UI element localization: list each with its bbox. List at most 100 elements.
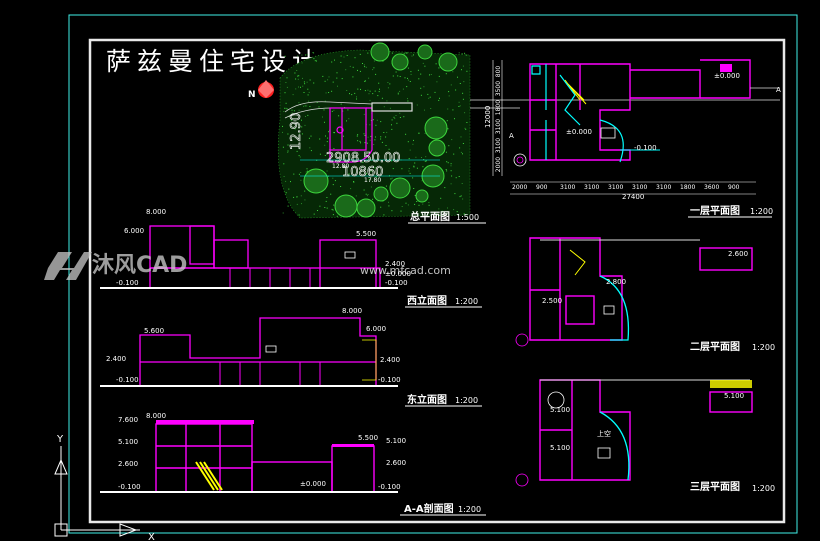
f1-elev-2: ±0.000 — [566, 128, 592, 136]
speckle-dot — [420, 87, 422, 89]
speckle-dot — [291, 109, 293, 111]
speckle-dot — [445, 73, 447, 75]
speckle-dot — [459, 147, 461, 149]
speckle-dot — [309, 79, 311, 81]
speckle-dot — [351, 94, 353, 96]
section-a-a[interactable]: 7.600 8.000 5.100 2.600 -0.100 5.500 5.1… — [100, 412, 406, 493]
speckle-dot — [340, 61, 342, 63]
speckle-dot — [411, 55, 413, 57]
speckle-dot — [441, 210, 443, 212]
speckle-dot — [420, 94, 422, 96]
speckle-dot — [378, 82, 380, 84]
speckle-dot — [374, 167, 376, 169]
speckle-pattern — [282, 52, 468, 217]
speckle-dot — [400, 210, 402, 212]
speckle-dot — [367, 136, 369, 138]
speckle-dot — [282, 125, 283, 127]
speckle-dot — [302, 77, 303, 79]
speckle-dot — [446, 170, 448, 172]
east-elevation[interactable]: 5.600 8.000 6.000 2.400 2.400 -0.100 -0.… — [100, 307, 401, 387]
speckle-dot — [345, 69, 347, 71]
speckle-dot — [367, 89, 369, 91]
speckle-dot — [293, 173, 295, 175]
ucs-y-label: Y — [56, 434, 64, 445]
west-level-6: -0.100 — [385, 279, 408, 287]
mfcad-logo-icon — [44, 252, 92, 280]
speckle-dot — [324, 100, 326, 102]
speckle-dot — [334, 180, 336, 182]
floor-plan-level-2[interactable]: 2.800 2.500 2.600 — [515, 237, 753, 347]
speckle-dot — [332, 184, 334, 186]
speckle-dot — [404, 77, 406, 79]
speckle-dot — [309, 106, 311, 107]
speckle-dot — [389, 157, 391, 159]
f1-left-dim-3: 1800 — [495, 100, 502, 115]
speckle-dot — [285, 180, 287, 182]
speckle-dot — [414, 195, 416, 196]
floor-plan-level-3[interactable]: 5.100 5.100 5.100 上空 — [515, 379, 753, 487]
speckle-dot — [340, 103, 342, 105]
speckle-dot — [455, 177, 457, 179]
speckle-dot — [331, 90, 333, 92]
speckle-dot — [418, 78, 420, 80]
speckle-dot — [460, 136, 462, 138]
speckle-dot — [308, 137, 310, 139]
speckle-dot — [453, 153, 455, 155]
speckle-dot — [422, 166, 424, 168]
speckle-dot — [362, 63, 363, 64]
section-level-1: 7.600 — [118, 416, 138, 424]
speckle-dot — [298, 86, 299, 88]
speckle-dot — [362, 162, 364, 163]
speckle-dot — [348, 159, 349, 161]
speckle-dot — [342, 110, 344, 112]
speckle-dot — [460, 151, 462, 153]
speckle-dot — [284, 92, 286, 94]
east-elev-scale: 1:200 — [455, 396, 478, 405]
speckle-dot — [359, 53, 361, 55]
speckle-dot — [295, 78, 297, 80]
east-level-1: 5.600 — [144, 327, 164, 335]
speckle-dot — [352, 66, 354, 68]
west-elevation[interactable]: 8.000 6.000 5.500 2.400 ±0.000 -0.100 -0… — [100, 208, 411, 289]
speckle-dot — [356, 135, 358, 137]
speckle-dot — [336, 215, 338, 217]
speckle-dot — [389, 107, 391, 109]
speckle-dot — [423, 86, 425, 88]
speckle-dot — [447, 162, 449, 164]
speckle-dot — [390, 178, 392, 180]
speckle-dot — [335, 153, 337, 155]
speckle-dot — [314, 60, 316, 62]
speckle-dot — [347, 109, 349, 111]
speckle-dot — [304, 83, 306, 85]
speckle-dot — [374, 139, 376, 141]
speckle-dot — [446, 120, 448, 122]
tree-icons — [303, 42, 458, 218]
speckle-dot — [300, 179, 302, 181]
speckle-dot — [424, 132, 426, 134]
speckle-dot — [380, 121, 382, 123]
speckle-dot — [343, 56, 345, 58]
speckle-dot — [365, 193, 367, 195]
speckle-dot — [294, 72, 296, 74]
speckle-dot — [462, 143, 464, 144]
speckle-dot — [427, 93, 429, 95]
speckle-dot — [395, 115, 397, 116]
site-plan[interactable]: 2908.50.00 10860 12.90 12.80 17.80 — [277, 42, 780, 219]
f2-elev-1: 2.800 — [606, 278, 626, 286]
speckle-dot — [409, 172, 411, 174]
speckle-dot — [440, 197, 442, 199]
speckle-dot — [325, 135, 326, 137]
speckle-dot — [385, 185, 387, 187]
speckle-dot — [380, 206, 382, 208]
f1-left-dim-1: 800 — [495, 66, 502, 78]
speckle-dot — [438, 215, 440, 217]
speckle-dot — [283, 163, 285, 165]
speckle-dot — [283, 111, 285, 112]
west-level-2: 6.000 — [124, 227, 144, 235]
east-level-4: 2.400 — [106, 355, 126, 363]
speckle-dot — [282, 131, 283, 133]
speckle-dot — [401, 206, 403, 207]
